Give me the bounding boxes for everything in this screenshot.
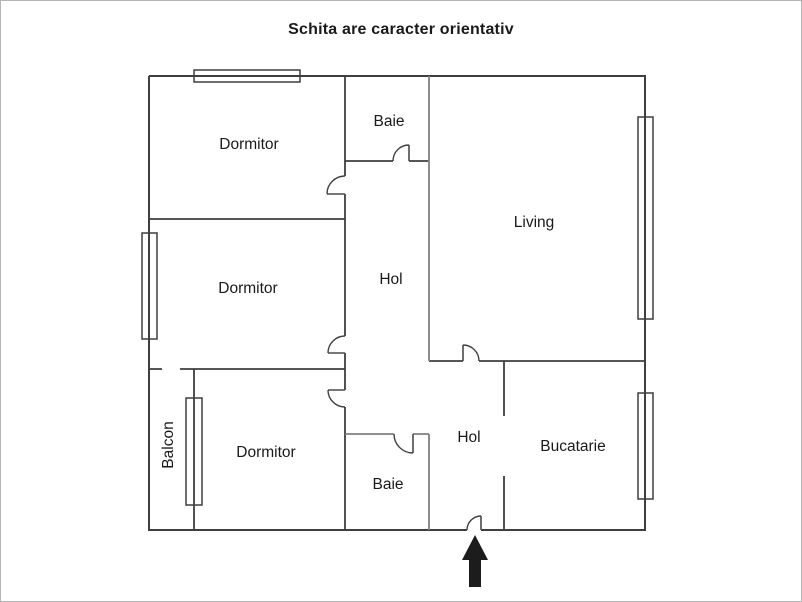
window-living-right <box>637 116 654 320</box>
room-label-balcon: Balcon <box>160 421 177 469</box>
room-label-hol-middle: Hol <box>379 271 403 288</box>
interior-walls <box>149 76 645 530</box>
door-arcs <box>326 144 482 531</box>
room-label-baie-bottom: Baie <box>372 476 404 493</box>
interior-walls-light <box>345 76 430 530</box>
room-label-dormitor-middle: Dormitor <box>218 280 278 297</box>
window-top <box>193 69 301 83</box>
window-balcon <box>185 397 203 506</box>
room-label-baie-top: Baie <box>373 113 405 130</box>
door-leaves <box>327 145 482 530</box>
outer-walls <box>148 75 646 531</box>
room-label-dormitor-top: Dormitor <box>219 136 279 153</box>
room-label-hol-bottom: Hol <box>457 429 481 446</box>
windows <box>141 69 654 506</box>
room-label-living: Living <box>513 214 555 231</box>
room-label-dormitor-bottom: Dormitor <box>236 444 296 461</box>
window-left <box>141 232 158 340</box>
page-title: Schita are caracter orientativ <box>288 21 514 38</box>
entrance-arrow-icon <box>462 535 488 587</box>
window-bucatarie-right <box>637 392 654 500</box>
room-label-bucatarie: Bucatarie <box>540 438 606 455</box>
